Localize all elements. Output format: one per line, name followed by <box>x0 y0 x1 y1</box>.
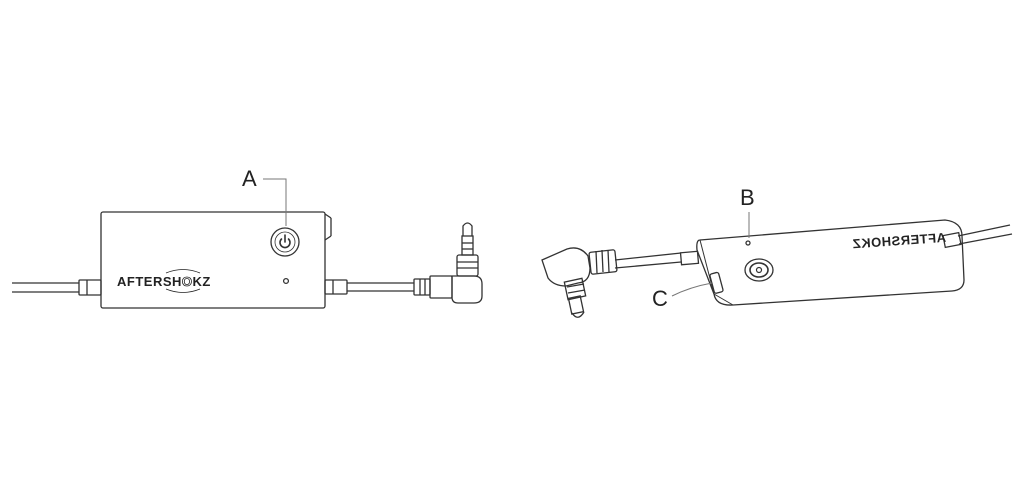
left-cable-in <box>12 279 102 296</box>
callout-a: A <box>242 166 287 226</box>
brand-text-right-part1: AFTERSH <box>881 230 947 249</box>
indicator-led-left <box>282 277 290 285</box>
right-cable-out <box>942 224 1013 249</box>
left-cable-out <box>324 279 414 295</box>
usb-port-icon <box>709 271 724 294</box>
brand-logo-right: AFTERSHOKZ <box>852 230 947 252</box>
brand-text-part1: AFTERSH <box>117 274 182 289</box>
right-cable-in <box>614 250 700 269</box>
brand-text-part2: O <box>182 274 193 289</box>
audio-jack-left <box>413 222 483 304</box>
brand-text-right-part3: KZ <box>852 235 871 251</box>
label-b: B <box>740 185 755 210</box>
label-a: A <box>242 166 257 191</box>
brand-text-part3: KZ <box>193 274 211 289</box>
right-device <box>541 219 1013 318</box>
left-device-body <box>100 211 332 309</box>
brand-text-right-part2: O <box>870 234 882 250</box>
label-c: C <box>652 286 668 311</box>
left-device <box>12 211 483 309</box>
power-icon <box>279 234 291 249</box>
power-button-right <box>744 258 774 282</box>
brand-logo-left: AFTERSHOKZ <box>117 269 211 293</box>
audio-jack-right <box>541 247 618 318</box>
power-button-left <box>270 227 300 257</box>
svg-text:AFTERSHOKZ: AFTERSHOKZ <box>117 274 211 289</box>
right-device-body <box>696 219 965 306</box>
callout-b: B <box>740 185 755 238</box>
indicator-led-right <box>745 240 751 246</box>
svg-text:AFTERSHOKZ: AFTERSHOKZ <box>852 230 947 252</box>
callout-c: C <box>652 282 713 311</box>
